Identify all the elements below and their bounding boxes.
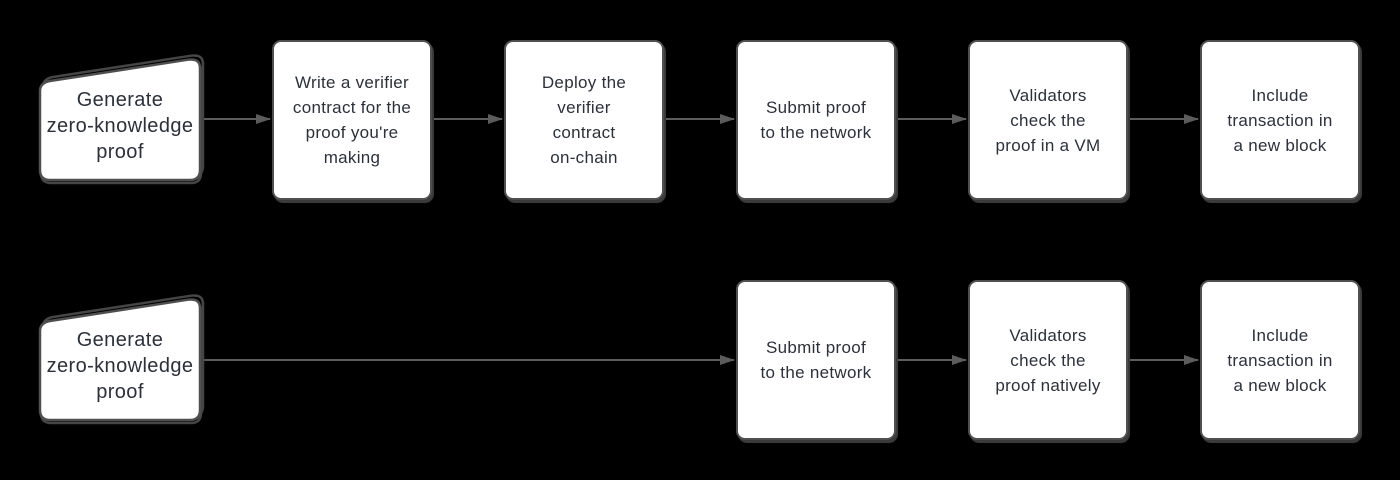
node-submit-proof-top: Submit proof to the network — [736, 40, 896, 200]
node-deploy-verifier-contract: Deploy the verifier contract on-chain — [504, 40, 664, 200]
node-label: Include transaction in a new block — [1227, 325, 1333, 395]
node-label: Submit proof to the network — [760, 98, 872, 142]
node-label: Validators check the proof in a VM — [995, 85, 1101, 155]
node-label: Generate zero-knowledge proof — [46, 88, 194, 163]
node-validators-check-natively: Validators check the proof natively — [968, 280, 1128, 440]
node-include-transaction-top: Include transaction in a new block — [1200, 40, 1360, 200]
node-label: Write a verifier contract for the proof … — [292, 73, 412, 167]
node-write-verifier-contract: Write a verifier contract for the proof … — [272, 40, 432, 200]
node-label: Deploy the verifier contract on-chain — [541, 73, 627, 167]
node-label: Submit proof to the network — [760, 338, 872, 382]
node-label: Include transaction in a new block — [1227, 85, 1333, 155]
node-validators-check-vm: Validators check the proof in a VM — [968, 40, 1128, 200]
node-generate-zk-proof-top: Generate zero-knowledge proof — [38, 54, 205, 185]
manual-input-shape — [38, 54, 205, 185]
node-label: Validators check the proof natively — [995, 325, 1101, 395]
node-generate-zk-proof-bottom: Generate zero-knowledge proof — [38, 294, 205, 425]
node-label: Generate zero-knowledge proof — [46, 328, 194, 403]
node-submit-proof-bottom: Submit proof to the network — [736, 280, 896, 440]
manual-input-shape — [38, 294, 205, 425]
node-include-transaction-bottom: Include transaction in a new block — [1200, 280, 1360, 440]
